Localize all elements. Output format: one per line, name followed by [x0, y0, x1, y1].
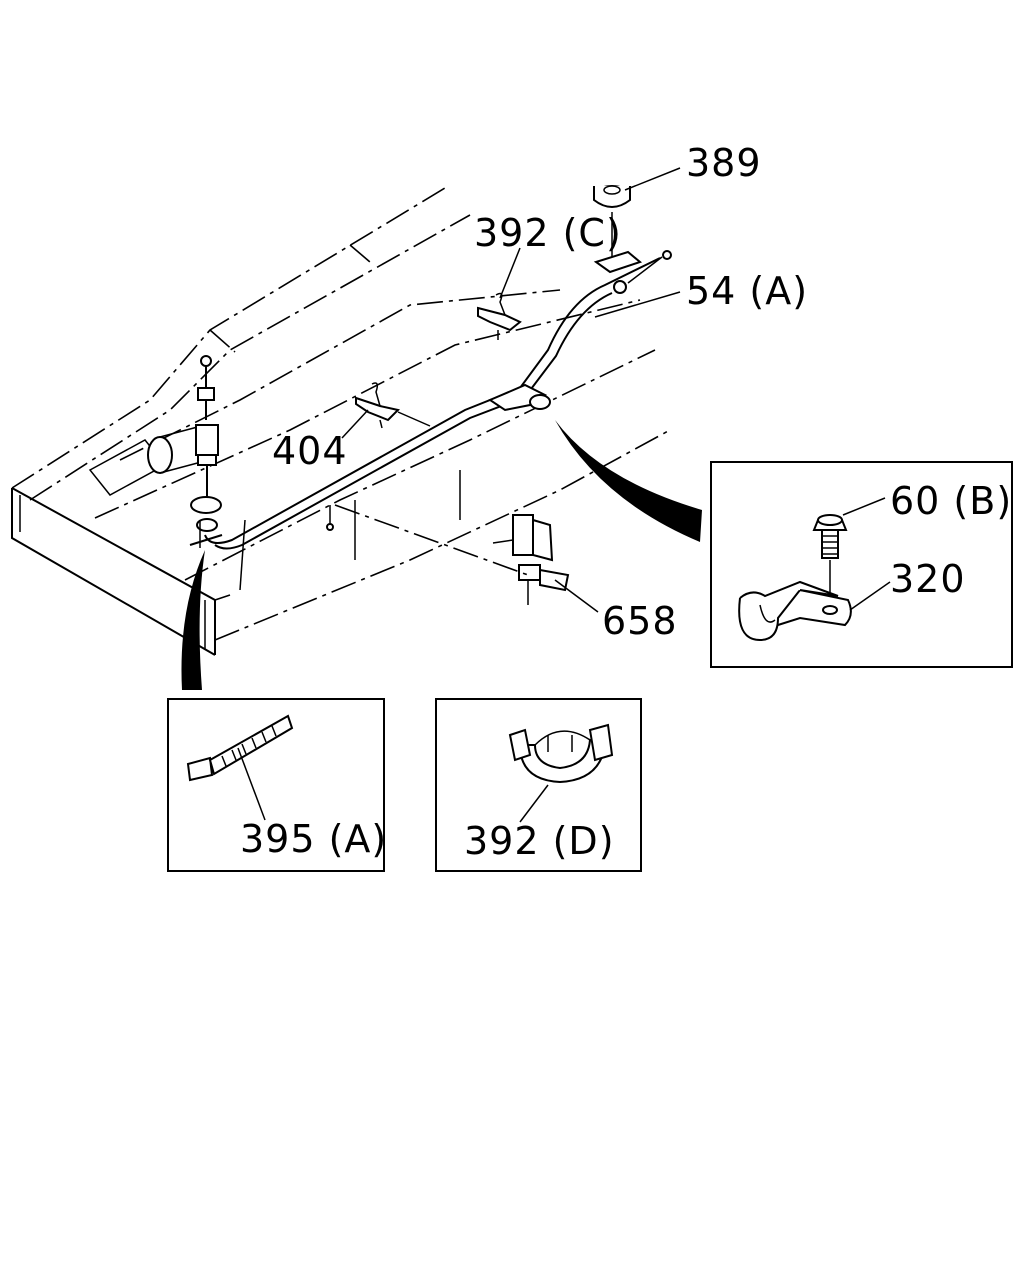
label-389: 389	[686, 141, 762, 185]
frame-bracket	[487, 383, 551, 412]
label-404: 404	[272, 429, 348, 473]
leader-lines	[237, 167, 891, 823]
label-395a: 395 (A)	[240, 817, 387, 861]
clip-404	[355, 382, 431, 429]
label-392c: 392 (C)	[474, 211, 622, 255]
clip-658	[326, 504, 570, 605]
lever-assembly	[189, 355, 223, 548]
callout-pointer-left	[181, 550, 205, 690]
detail-box-clip-d	[435, 698, 642, 872]
label-658: 658	[602, 599, 678, 643]
vehicle-frame	[11, 187, 671, 656]
cable-route	[204, 250, 672, 550]
label-54a: 54 (A)	[686, 269, 808, 313]
clip-392c	[477, 292, 522, 340]
callout-pointer-right	[555, 420, 702, 542]
label-60b: 60 (B)	[890, 479, 1012, 523]
detail-box-cable-tie	[167, 698, 385, 872]
label-320: 320	[890, 557, 966, 601]
nut-389	[593, 185, 643, 274]
detail-box-bolt-bracket	[710, 461, 1013, 668]
label-392d: 392 (D)	[464, 819, 615, 863]
